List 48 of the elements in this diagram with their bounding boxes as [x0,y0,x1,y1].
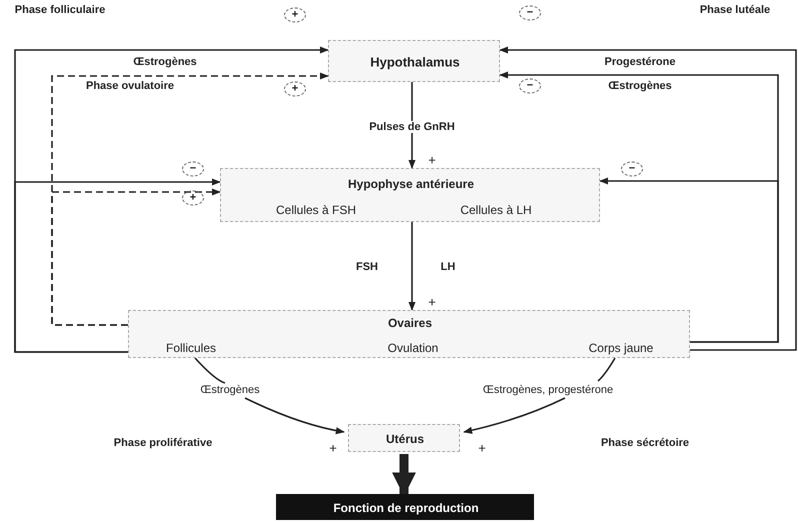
arrow [499,46,797,351]
sign-mark: + [428,152,436,168]
sign-mark: + [428,294,436,310]
edge-label: Progestérone [602,56,678,68]
edge-label: Pulses de GnRH [367,121,457,133]
circled-sign: − [519,78,541,94]
box-title: Hypothalamus [370,54,460,70]
box-title: Fonction de reproduction [333,501,479,515]
circled-sign: + [182,190,204,206]
part-label: Ovulation [388,341,438,355]
arrow [408,82,416,169]
circled-sign: − [621,162,643,176]
arrow [463,357,616,434]
process-box [128,310,690,358]
circled-sign: − [182,162,204,176]
arrow [408,222,416,311]
box-title: Utérus [386,432,424,446]
phase-label: Phase sécrétoire [600,437,690,449]
arrow [51,188,221,326]
part-label: Follicules [166,341,216,355]
box-title: Hypophyse antérieure [348,177,474,191]
phase-label: Phase folliculaire [14,4,106,16]
phase-label: Phase ovulatoire [86,80,174,92]
edge-label: Œstrogènes [198,384,262,396]
block-arrow [392,454,416,496]
hormone-label: LH [440,261,456,273]
process-box [220,168,600,222]
sign-mark: + [329,440,337,456]
sign-mark: + [478,440,486,456]
edge-label: FSH [354,261,380,273]
edge-label: Œstrogènes [606,80,674,92]
circled-sign: − [519,6,541,20]
phase-label: Phase proliférative [114,437,212,449]
arrow [194,357,345,434]
edge-label: Œstrogènes, progestérone [480,384,616,396]
cell-label: Cellules à FSH [276,203,356,217]
process-box [328,40,500,82]
phase-label: Phase lutéale [700,4,770,16]
result-box [276,494,534,520]
circled-sign: + [284,8,306,22]
circled-sign: + [284,82,306,96]
part-label: Corps jaune [588,341,654,355]
process-box [348,424,460,452]
arrow [14,178,221,353]
arrow [599,177,779,343]
cell-label: Cellules à LH [460,203,532,217]
edge-label: Œstrogènes [131,56,199,68]
box-title: Ovaires [388,316,432,330]
